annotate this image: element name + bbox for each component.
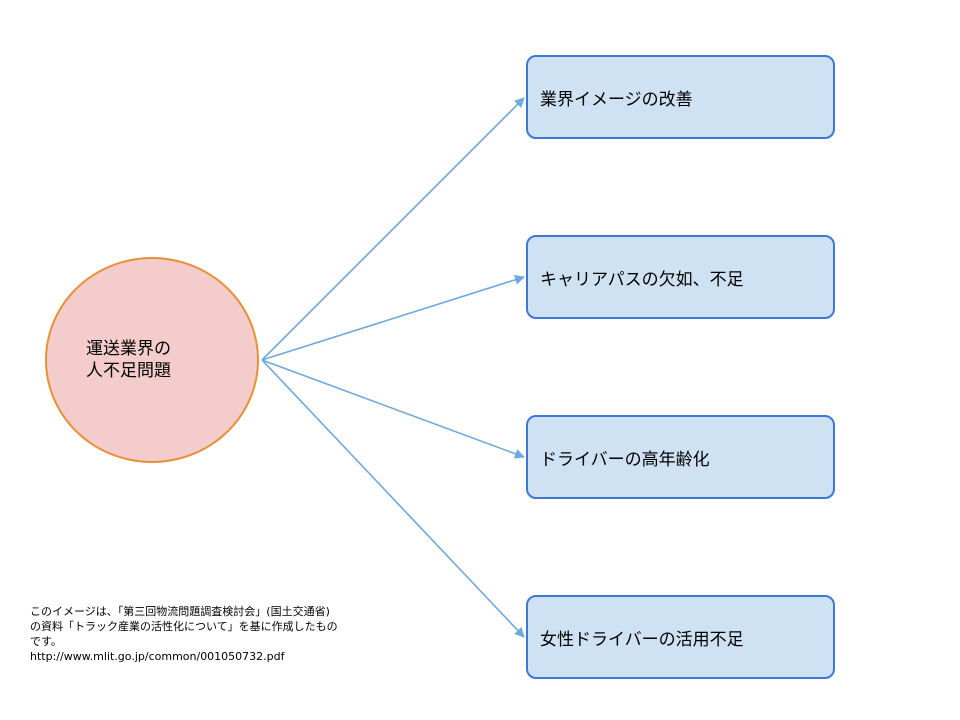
source-note-line-3: です。 [30,635,62,648]
source-note-line-1: このイメージは、「第三回物流問題調査検討会」(国土交通省) [30,605,330,618]
branch-label-3: ドライバーの高年齢化 [540,449,710,470]
branch-box-2: キャリアパスの欠如、不足 [526,235,835,319]
arrow-to-branch-2 [261,274,525,361]
branch-box-3: ドライバーの高年齢化 [526,415,835,499]
center-node-label-line-1: 運送業界の [86,339,171,359]
center-node-circle [45,257,259,463]
arrow-to-branch-4 [261,359,525,638]
branch-box-1: 業界イメージの改善 [526,55,835,139]
branch-label-1: 業界イメージの改善 [540,89,693,110]
center-node-label: 運送業界の 人不足問題 [86,338,171,382]
branch-label-2: キャリアパスの欠如、不足 [540,269,744,290]
source-note-line-2: の資料「トラック産業の活性化について」を基に作成したもの [30,620,338,633]
arrow-to-branch-1 [261,97,525,361]
source-note-url: http://www.mlit.go.jp/common/001050732.p… [30,650,285,663]
branch-label-4: 女性ドライバーの活用不足 [540,629,744,650]
arrow-to-branch-3 [261,359,525,459]
source-note: このイメージは、「第三回物流問題調査検討会」(国土交通省) の資料「トラック産業… [30,604,370,664]
branch-box-4: 女性ドライバーの活用不足 [526,595,835,679]
center-node-label-line-2: 人不足問題 [86,361,171,381]
